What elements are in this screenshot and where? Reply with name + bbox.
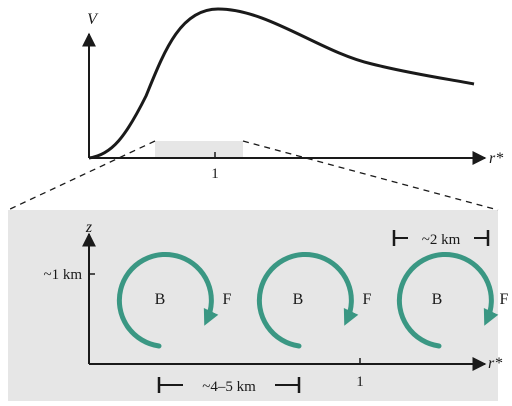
bottom-x-axis-label: r*	[488, 355, 502, 372]
scale-bar-small: ~2 km	[392, 228, 490, 248]
scale-bar-large-label: ~4–5 km	[202, 379, 256, 395]
zoom-window	[155, 141, 243, 158]
vortex-1: B F	[116, 252, 232, 349]
zoom-line-right	[242, 140, 499, 211]
vortex-1-front-label: F	[223, 291, 232, 308]
clockwise-arrow-icon	[116, 252, 219, 349]
vortex-2-front-label: F	[363, 291, 372, 308]
vortex-1-back-label: B	[155, 291, 166, 308]
top-y-axis-label: V	[87, 11, 99, 28]
vortex-2-back-label: B	[293, 291, 304, 308]
vortex-3-front-label: F	[500, 291, 509, 308]
bottom-y-axis-label: z	[85, 219, 93, 236]
zoom-line-left	[7, 140, 156, 211]
vortex-2: B F	[256, 252, 372, 349]
top-x-tick-label: 1	[211, 166, 219, 182]
velocity-curve	[88, 7, 475, 160]
zoom-panel	[8, 210, 498, 401]
bottom-x-tick-label: 1	[356, 374, 364, 390]
scale-bar-small-label: ~2 km	[422, 232, 461, 248]
top-x-axis-label: r*	[489, 150, 503, 167]
clockwise-arrow-icon	[256, 252, 359, 349]
clockwise-arrow-icon	[396, 252, 499, 349]
vortex-3-back-label: B	[432, 291, 443, 308]
scale-bar-large: ~4–5 km	[157, 375, 301, 395]
bottom-y-tick-label: ~1 km	[43, 267, 82, 283]
vortex-3: B F	[396, 252, 509, 349]
